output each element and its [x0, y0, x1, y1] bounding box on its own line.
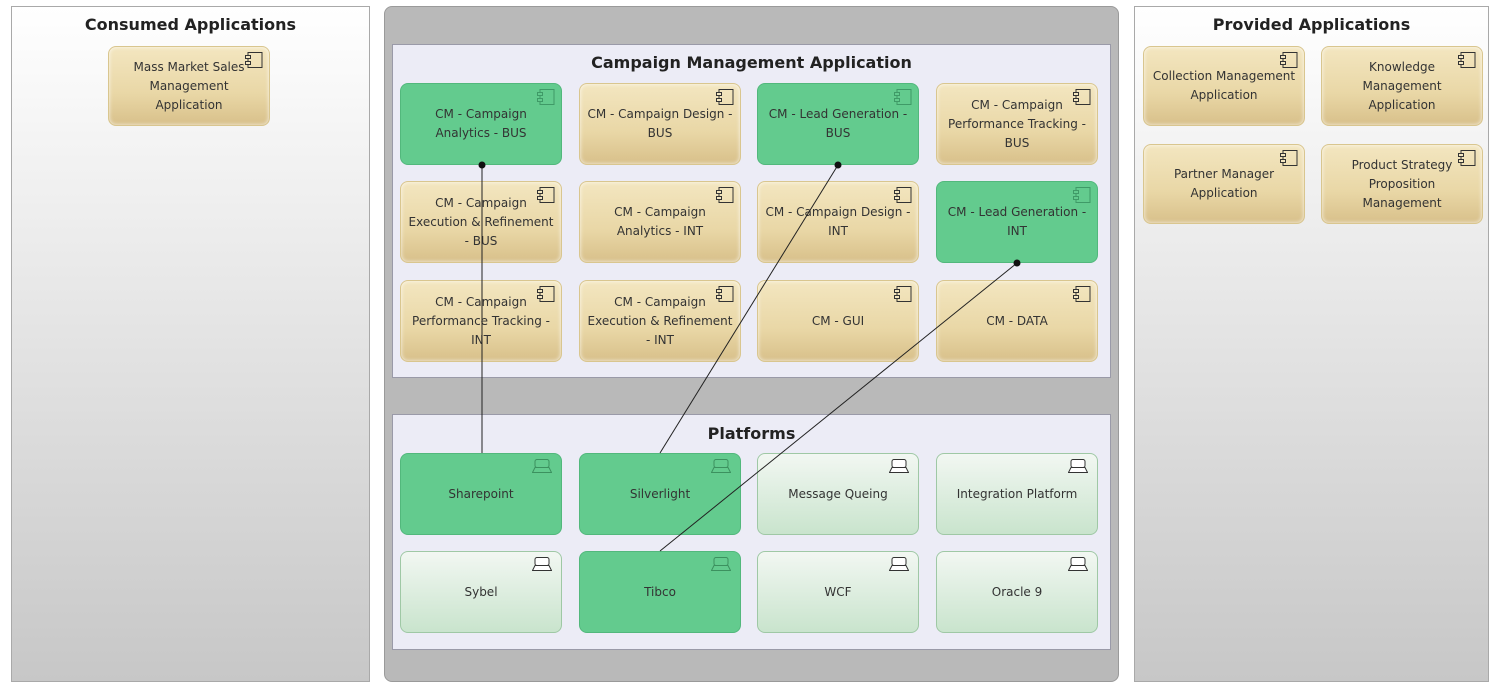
- component-icon: [1458, 52, 1476, 68]
- component-icon: [1280, 150, 1298, 166]
- cm-component-box[interactable]: CM - Campaign Design - INT: [757, 181, 919, 263]
- device-icon: [711, 459, 731, 473]
- cm-component-box[interactable]: CM - Campaign Analytics - BUS: [400, 83, 562, 165]
- platform-label: Oracle 9: [991, 584, 1043, 599]
- cm-component-label: CM - Lead Generation - INT: [947, 205, 1087, 238]
- consumed-app-label: Mass Market Sales Management Application: [133, 59, 245, 112]
- consumed-applications-title: Consumed Applications: [84, 15, 297, 34]
- component-icon: [537, 89, 555, 105]
- cm-component-box[interactable]: CM - Campaign Execution & Refinement - B…: [400, 181, 562, 263]
- platform-box[interactable]: Sharepoint: [400, 453, 562, 535]
- cm-component-label: CM - Campaign Execution & Refinement - B…: [408, 195, 554, 248]
- component-icon: [537, 187, 555, 203]
- cm-component-label: CM - Campaign Analytics - INT: [614, 205, 706, 238]
- cm-component-box[interactable]: CM - DATA: [936, 280, 1098, 362]
- provided-applications-title: Provided Applications: [1212, 15, 1411, 34]
- component-icon: [1458, 150, 1476, 166]
- device-icon: [1068, 459, 1088, 473]
- component-icon: [537, 286, 555, 302]
- platform-label: Tibco: [644, 584, 676, 599]
- cm-component-box[interactable]: CM - Campaign Performance Tracking - INT: [400, 280, 562, 362]
- provided-app-label: Collection Management Application: [1152, 69, 1296, 102]
- cm-component-label: CM - GUI: [811, 313, 865, 328]
- cm-component-box[interactable]: CM - Lead Generation - BUS: [757, 83, 919, 165]
- device-icon: [889, 557, 909, 571]
- platform-box[interactable]: Message Queing: [757, 453, 919, 535]
- component-icon: [1073, 89, 1091, 105]
- platform-label: Integration Platform: [956, 486, 1078, 501]
- provided-app-label: Knowledge Management Application: [1362, 59, 1442, 112]
- platform-box[interactable]: WCF: [757, 551, 919, 633]
- cm-component-box[interactable]: CM - Lead Generation - INT: [936, 181, 1098, 263]
- device-icon: [532, 557, 552, 571]
- platform-label: WCF: [824, 584, 852, 599]
- component-icon: [716, 286, 734, 302]
- cm-component-label: CM - Campaign Performance Tracking - INT: [412, 294, 550, 347]
- platform-box[interactable]: Integration Platform: [936, 453, 1098, 535]
- platform-label: Silverlight: [629, 486, 691, 501]
- provided-app-label: Partner Manager Application: [1173, 167, 1275, 200]
- provided-app-box[interactable]: Knowledge Management Application: [1321, 46, 1483, 126]
- platform-box[interactable]: Tibco: [579, 551, 741, 633]
- cm-component-label: CM - Campaign Execution & Refinement - I…: [587, 294, 733, 347]
- component-icon: [894, 286, 912, 302]
- component-icon: [1073, 187, 1091, 203]
- component-icon: [716, 187, 734, 203]
- cm-component-label: CM - Campaign Performance Tracking - BUS: [948, 97, 1086, 150]
- cm-component-box[interactable]: CM - GUI: [757, 280, 919, 362]
- platform-box[interactable]: Sybel: [400, 551, 562, 633]
- provided-app-box[interactable]: Partner Manager Application: [1143, 144, 1305, 224]
- device-icon: [1068, 557, 1088, 571]
- platform-label: Message Queing: [788, 486, 888, 501]
- cm-component-label: CM - Lead Generation - BUS: [768, 107, 908, 140]
- provided-app-box[interactable]: Product Strategy Proposition Management: [1321, 144, 1483, 224]
- cm-component-label: CM - Campaign Design - BUS: [587, 107, 733, 140]
- provided-app-label: Product Strategy Proposition Management: [1351, 157, 1453, 210]
- cm-component-label: CM - Campaign Design - INT: [765, 205, 911, 238]
- component-icon: [1280, 52, 1298, 68]
- platform-box[interactable]: Silverlight: [579, 453, 741, 535]
- cm-component-box[interactable]: CM - Campaign Performance Tracking - BUS: [936, 83, 1098, 165]
- platform-label: Sybel: [464, 584, 498, 599]
- component-icon: [1073, 286, 1091, 302]
- provided-app-box[interactable]: Collection Management Application: [1143, 46, 1305, 126]
- platform-label: Sharepoint: [448, 486, 514, 501]
- device-icon: [711, 557, 731, 571]
- cm-component-box[interactable]: CM - Campaign Execution & Refinement - I…: [579, 280, 741, 362]
- cm-component-box[interactable]: CM - Campaign Design - BUS: [579, 83, 741, 165]
- consumed-app-box[interactable]: Mass Market Sales Management Application: [108, 46, 270, 126]
- component-icon: [894, 89, 912, 105]
- platform-box[interactable]: Oracle 9: [936, 551, 1098, 633]
- component-icon: [245, 52, 263, 68]
- platforms-title: Platforms: [707, 424, 796, 443]
- component-icon: [716, 89, 734, 105]
- component-icon: [894, 187, 912, 203]
- cm-component-label: CM - DATA: [986, 313, 1048, 328]
- campaign-management-title: Campaign Management Application: [591, 53, 912, 72]
- device-icon: [889, 459, 909, 473]
- device-icon: [532, 459, 552, 473]
- cm-component-box[interactable]: CM - Campaign Analytics - INT: [579, 181, 741, 263]
- cm-component-label: CM - Campaign Analytics - BUS: [435, 107, 527, 140]
